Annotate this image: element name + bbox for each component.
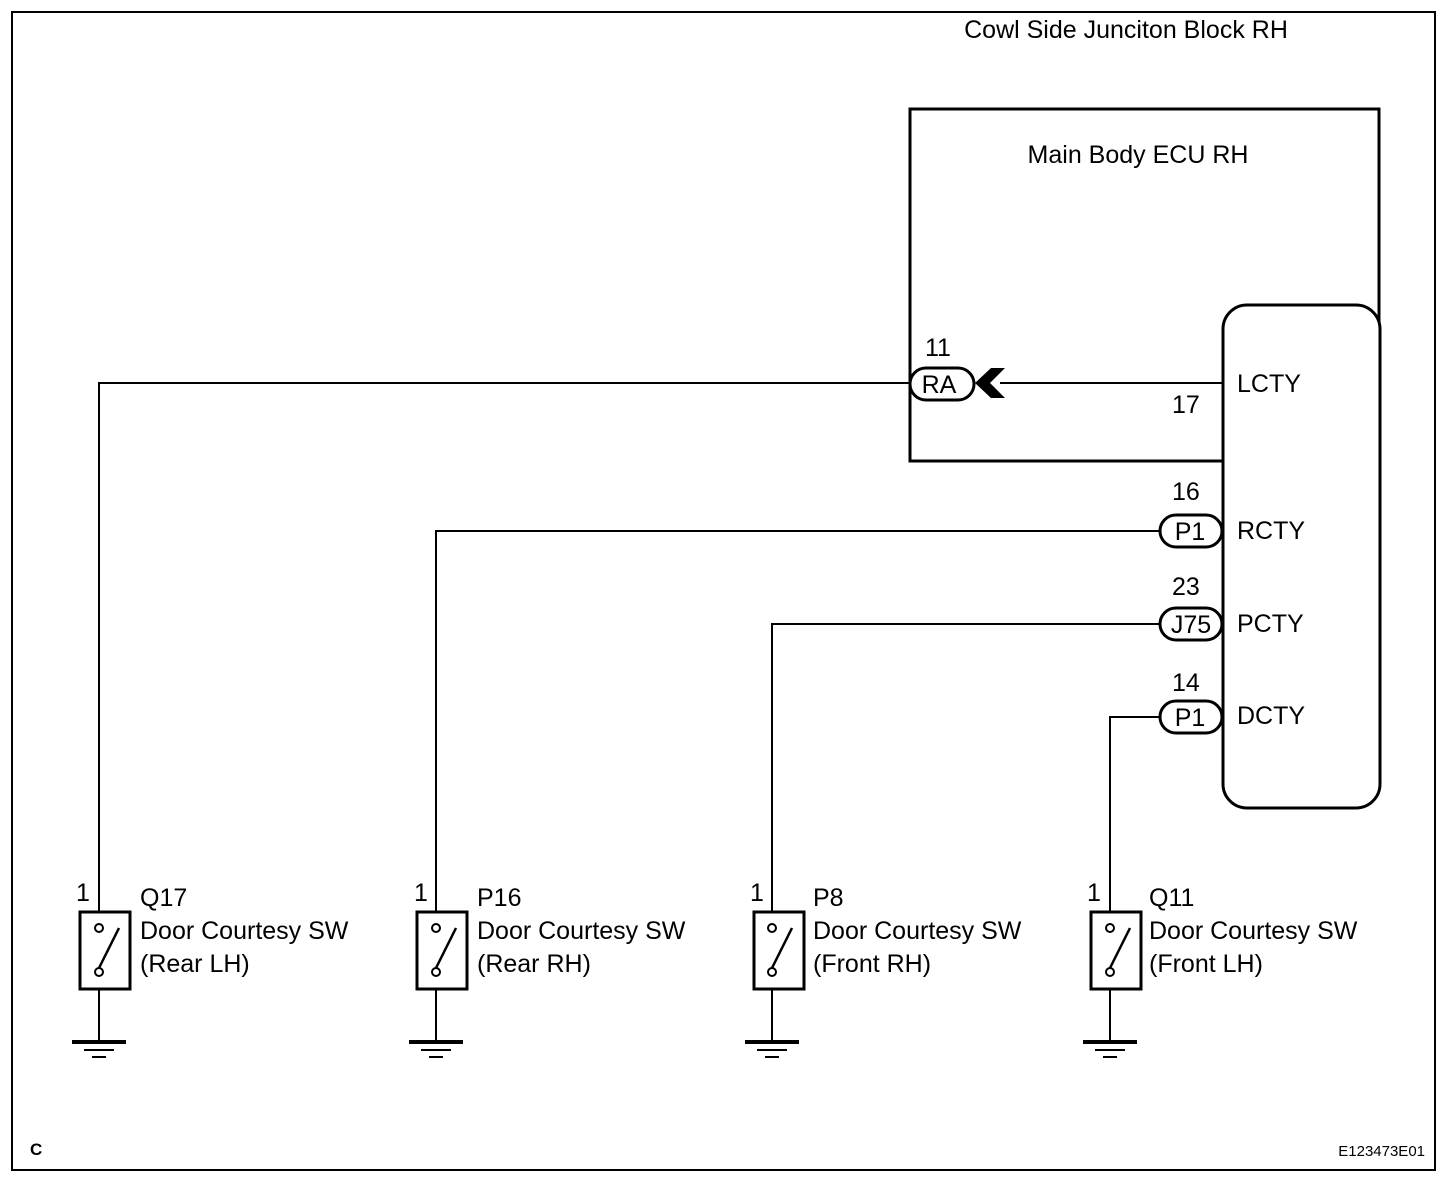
junction-block-label: Cowl Side Junciton Block RH bbox=[964, 16, 1288, 44]
switch-p16-contact-top bbox=[431, 923, 441, 933]
switch-p8-position: (Front RH) bbox=[813, 950, 931, 978]
switch-p8-code: P8 bbox=[813, 884, 844, 912]
switch-p8-contact-bottom bbox=[767, 967, 777, 977]
pin-number-pcty: 23 bbox=[1172, 573, 1200, 601]
connector-ra-pin: 11 bbox=[925, 334, 951, 362]
switch-q17-name: Door Courtesy SW bbox=[140, 917, 349, 945]
connector-p1-dcty bbox=[1158, 699, 1224, 735]
switch-q11-name: Door Courtesy SW bbox=[1149, 917, 1358, 945]
pin-number-dcty: 14 bbox=[1172, 669, 1200, 697]
switch-p8: 1 P8 Door Courtesy SW (Front RH) bbox=[745, 879, 1022, 1058]
pin-number-lcty: 17 bbox=[1172, 391, 1200, 419]
switch-q11-contact-bottom bbox=[1105, 967, 1115, 977]
diagram-frame bbox=[11, 11, 1436, 1171]
switch-q11-pin: 1 bbox=[1087, 879, 1101, 907]
connector-p1-rcty bbox=[1158, 513, 1224, 549]
switch-q11: 1 Q11 Door Courtesy SW (Front LH) bbox=[1083, 879, 1358, 1058]
switch-q17-pin: 1 bbox=[76, 879, 90, 907]
wire-pcty bbox=[771, 623, 1161, 912]
ecu-label: Main Body ECU RH bbox=[1028, 141, 1249, 169]
switch-p16: 1 P16 Door Courtesy SW (Rear RH) bbox=[409, 879, 686, 1058]
switch-q17-contact-top bbox=[94, 923, 104, 933]
switch-p8-lever bbox=[770, 927, 794, 969]
switch-q17-contact-bottom bbox=[94, 967, 104, 977]
switch-p16-lever bbox=[434, 927, 458, 969]
connector-ra-code: RA bbox=[922, 371, 957, 399]
switch-p8-contact-top bbox=[767, 923, 777, 933]
inline-connector-arrow bbox=[975, 368, 1005, 398]
switch-q11-position: (Front LH) bbox=[1149, 950, 1263, 978]
connector-p1-dcty-code: P1 bbox=[1175, 704, 1206, 732]
switch-q17: 1 Q17 Door Courtesy SW (Rear LH) bbox=[72, 879, 349, 1058]
switch-q17-code: Q17 bbox=[140, 884, 187, 912]
pin-name-dcty: DCTY bbox=[1237, 702, 1305, 730]
wire-ra-to-q17 bbox=[98, 382, 910, 912]
switch-q11-contact-top bbox=[1105, 923, 1115, 933]
pin-name-lcty: LCTY bbox=[1237, 370, 1301, 398]
switch-p16-contact-bottom bbox=[431, 967, 441, 977]
pin-name-pcty: PCTY bbox=[1237, 610, 1304, 638]
switch-p8-pin: 1 bbox=[750, 879, 764, 907]
switch-p16-position: (Rear RH) bbox=[477, 950, 591, 978]
pin-number-rcty: 16 bbox=[1172, 478, 1200, 506]
figure-id: E123473E01 bbox=[1338, 1143, 1425, 1160]
switch-q11-lever bbox=[1108, 927, 1132, 969]
switch-p16-code: P16 bbox=[477, 884, 521, 912]
connector-j75-code: J75 bbox=[1171, 611, 1211, 639]
corner-label: C bbox=[30, 1140, 42, 1159]
switch-q11-code: Q11 bbox=[1149, 884, 1194, 912]
switch-p16-name: Door Courtesy SW bbox=[477, 917, 686, 945]
ecu-connector-block bbox=[1221, 303, 1382, 810]
switch-q17-body bbox=[78, 910, 132, 991]
switch-p16-body bbox=[415, 910, 469, 991]
switch-p8-body bbox=[752, 910, 806, 991]
switch-q11-body bbox=[1089, 910, 1143, 991]
switch-q17-position: (Rear LH) bbox=[140, 950, 250, 978]
connector-p1-rcty-code: P1 bbox=[1175, 518, 1206, 546]
wire-rcty bbox=[435, 530, 1161, 912]
wire-dcty bbox=[1109, 716, 1161, 912]
switch-p8-name: Door Courtesy SW bbox=[813, 917, 1022, 945]
connector-j75 bbox=[1158, 606, 1224, 642]
pin-name-rcty: RCTY bbox=[1237, 517, 1305, 545]
connector-ra bbox=[908, 366, 976, 402]
switch-p16-pin: 1 bbox=[414, 879, 428, 907]
switch-q17-lever bbox=[97, 927, 121, 969]
